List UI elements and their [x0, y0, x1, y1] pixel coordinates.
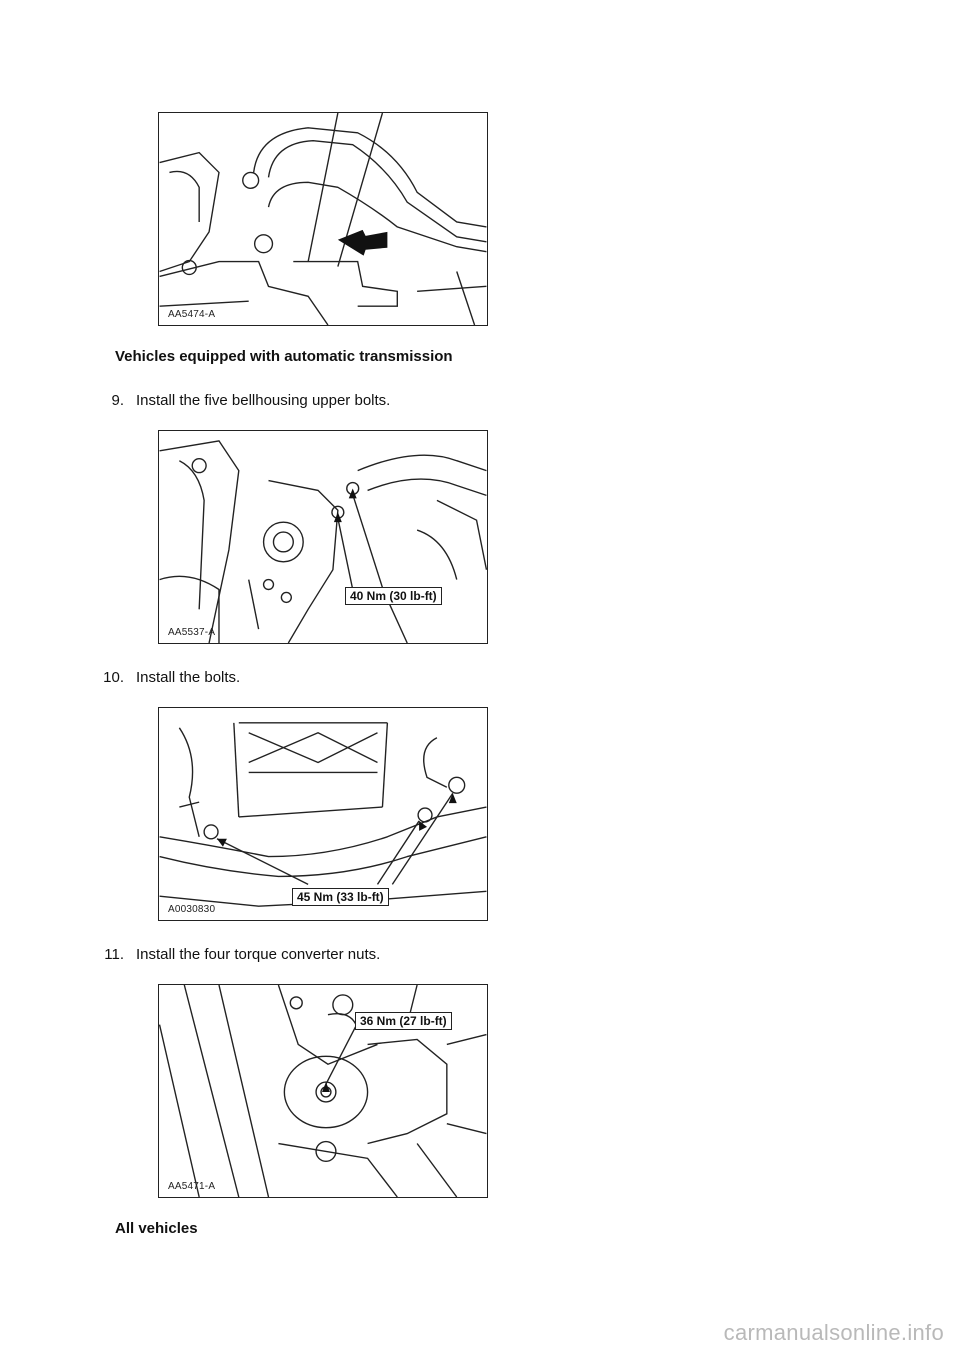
torque-label: 40 Nm (30 lb-ft) [345, 587, 442, 605]
step-number: 9. [111, 392, 124, 409]
figure-aa5537-drawing [159, 440, 487, 643]
figure-aa5537: 40 Nm (30 lb-ft) AA5537-A [158, 430, 488, 644]
step-text: Install the bolts. [136, 669, 241, 686]
step-11: 11. Install the four torque converter nut… [90, 946, 380, 963]
step-text: Install the four torque converter nuts. [136, 946, 381, 963]
section-heading-all-vehicles: All vehicles [115, 1220, 198, 1237]
torque-label: 36 Nm (27 lb-ft) [355, 1012, 452, 1030]
watermark: carmanualsonline.info [723, 1320, 944, 1345]
figure-a0030830-drawing [159, 722, 487, 907]
figure-aa5474-drawing [159, 113, 487, 325]
step-9: 9. Install the five bellhousing upper bol… [90, 392, 390, 409]
figure-aa5474: AA5474-A [158, 112, 488, 326]
figure-a0030830: 45 Nm (33 lb-ft) A0030830 [158, 707, 488, 921]
step-10: 10. Install the bolts. [90, 669, 240, 686]
figure-id: AA5471-A [168, 1181, 216, 1192]
step-number: 10. [103, 669, 124, 686]
torque-label: 45 Nm (33 lb-ft) [292, 888, 389, 906]
section-heading-automatic: Vehicles equipped with automatic transmi… [115, 348, 453, 365]
step-text: Install the five bellhousing upper bolts… [136, 392, 391, 409]
figure-id: AA5537-A [168, 627, 216, 638]
figure-aa5471-drawing [159, 985, 487, 1197]
figure-id: A0030830 [168, 904, 216, 915]
step-number: 11. [104, 946, 124, 963]
figure-aa5471: 36 Nm (27 lb-ft) AA5471-A [158, 984, 488, 1198]
figure-id: AA5474-A [168, 309, 216, 320]
